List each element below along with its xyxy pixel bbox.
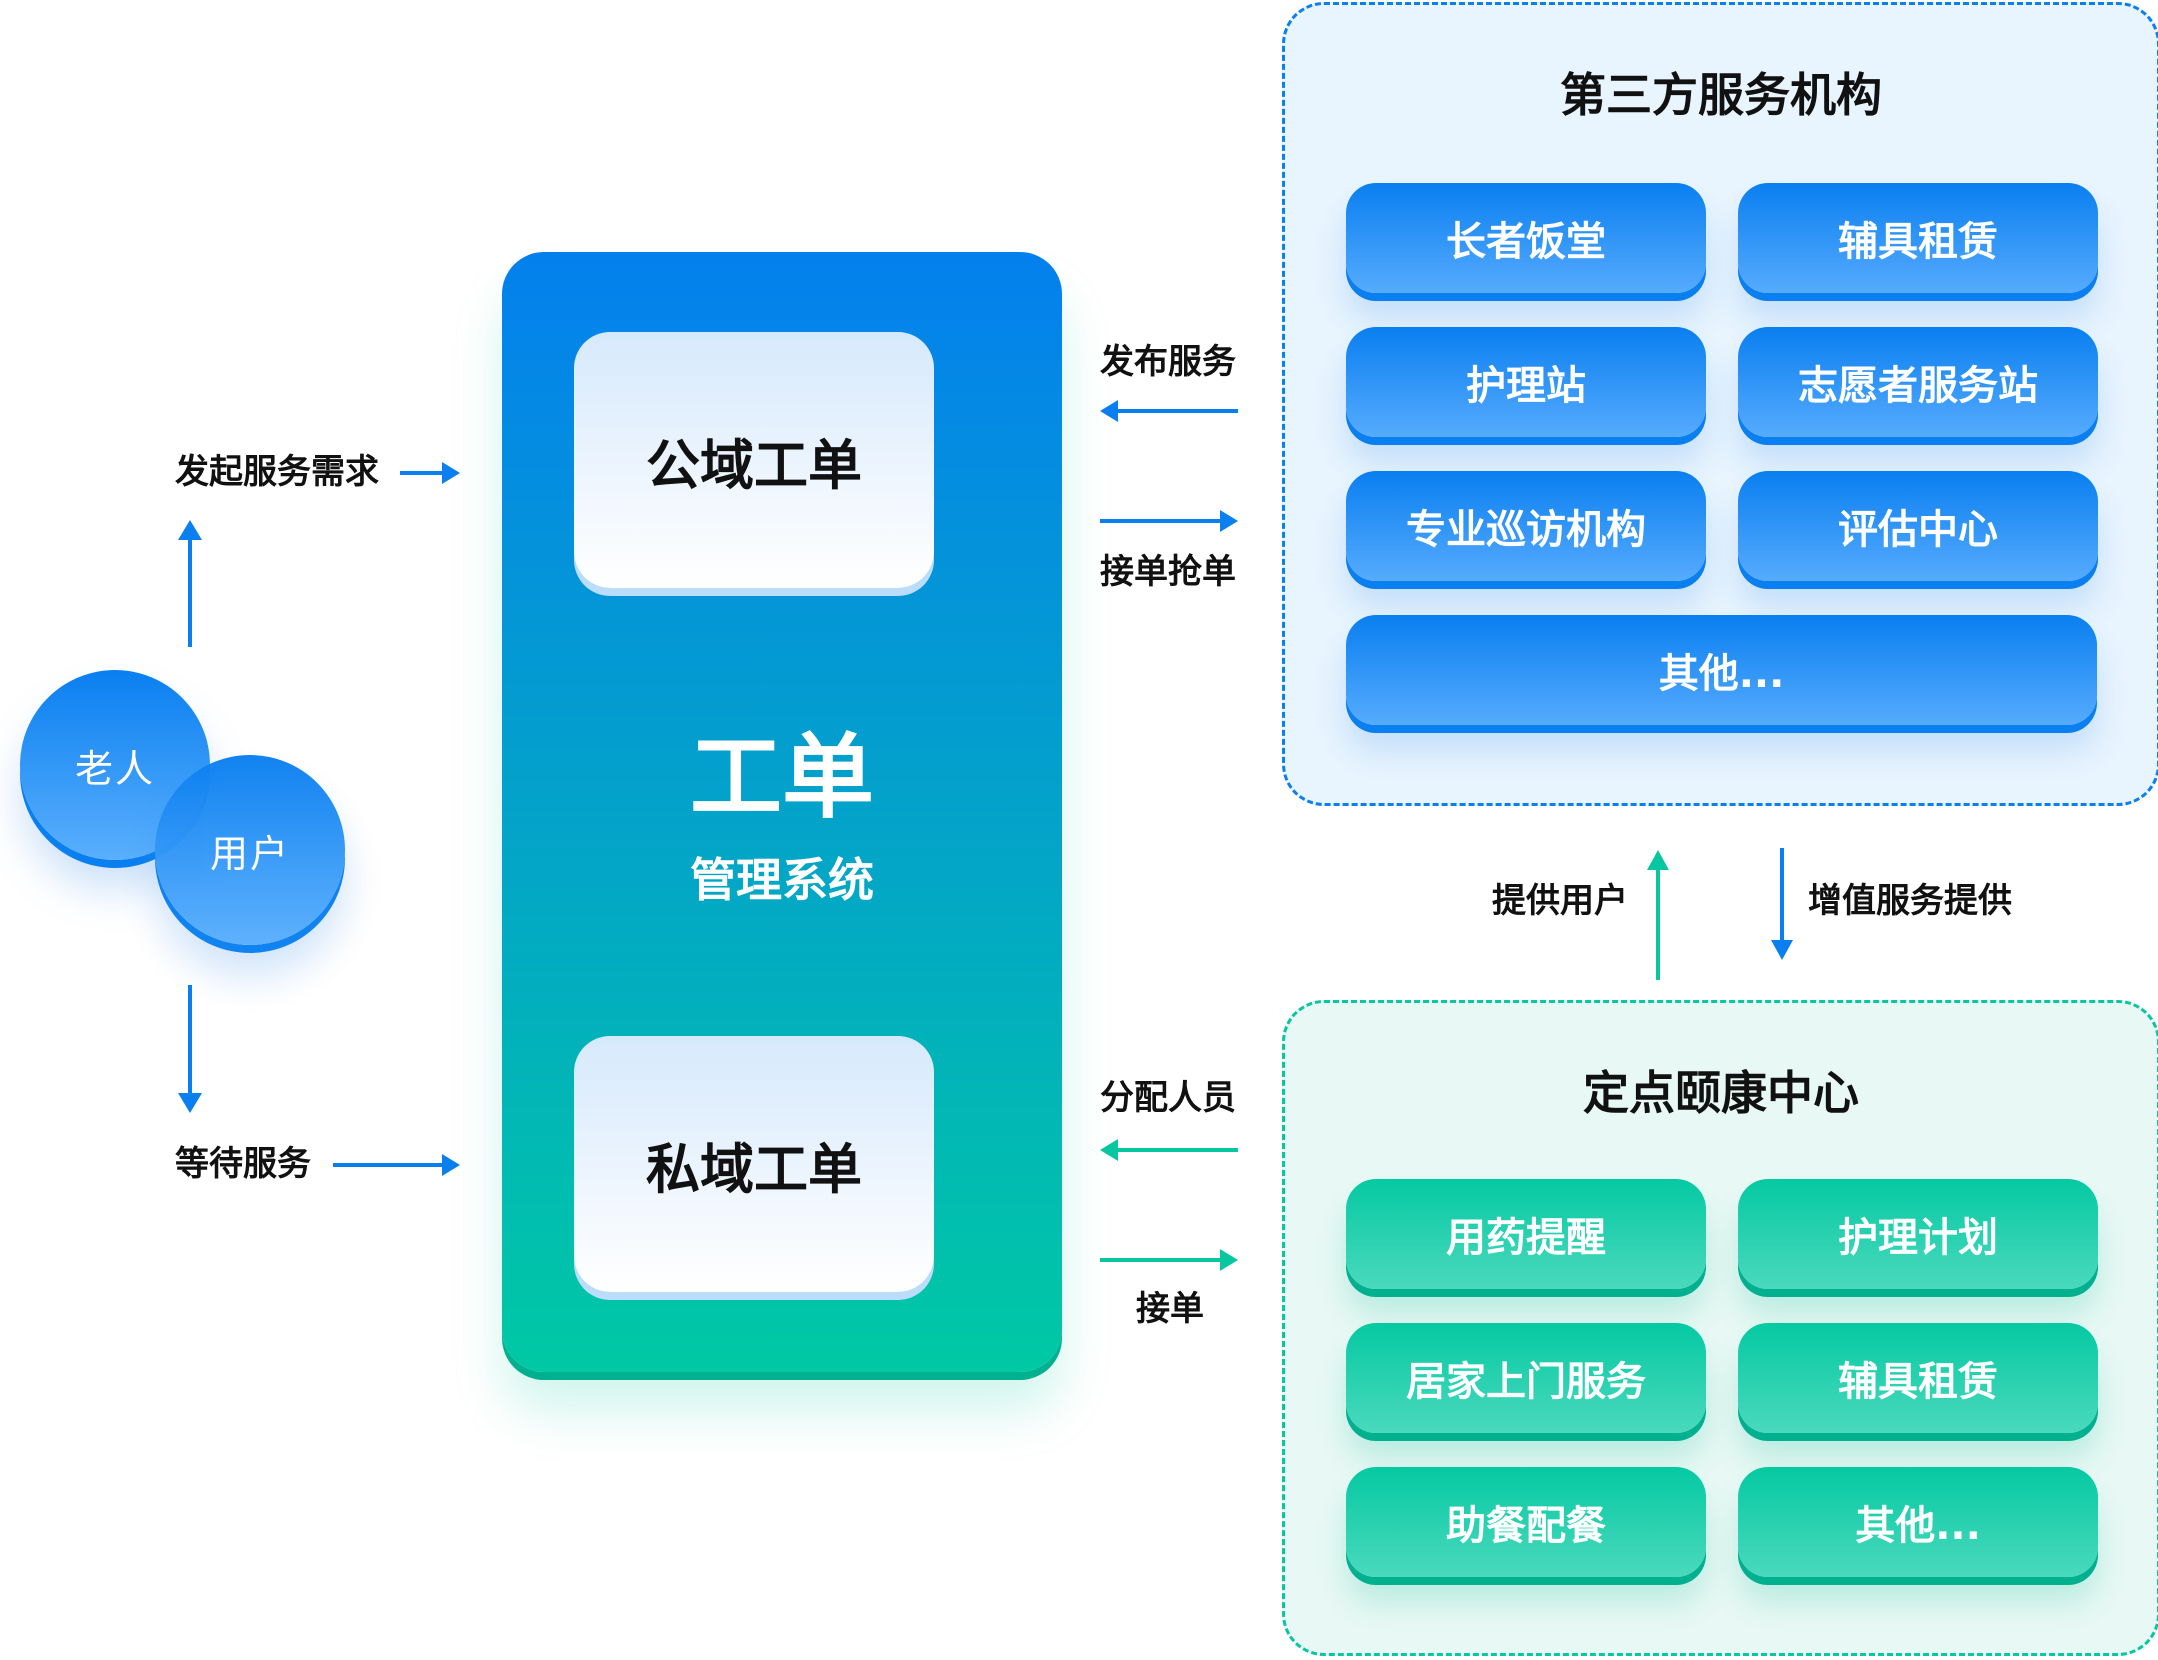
private-order-label: 私域工单 (646, 1137, 862, 1201)
arrow-up-initiate (178, 520, 202, 647)
value-added-label: 增值服务提供 (1808, 881, 2012, 921)
panel-subtitle: 管理系统 (690, 853, 874, 907)
work-order-panel: 公域工单 工单 管理系统 私域工单 (502, 252, 1062, 1372)
initiate-request-label: 发起服务需求 (175, 452, 379, 492)
third-party-container: 第三方服务机构 长者饭堂 辅具租赁 护理站 志愿者服务站 专业巡访机构 评估中心… (1282, 2, 2158, 806)
third-party-title: 第三方服务机构 (1560, 68, 1882, 122)
care-center-item[interactable]: 护理计划 (1738, 1179, 2098, 1289)
assign-staff-label: 分配人员 (1100, 1078, 1236, 1118)
third-party-other[interactable]: 其他... (1346, 615, 2097, 725)
third-party-item[interactable]: 专业巡访机构 (1346, 471, 1706, 581)
care-center-item[interactable]: 其他... (1738, 1467, 2098, 1577)
publish-service-label: 发布服务 (1100, 342, 1236, 382)
care-center-item[interactable]: 辅具租赁 (1738, 1323, 2098, 1433)
care-center-container: 定点颐康中心 用药提醒 护理计划 居家上门服务 辅具租赁 助餐配餐 其他... (1282, 1000, 2158, 1656)
care-center-item[interactable]: 助餐配餐 (1346, 1467, 1706, 1577)
third-party-item[interactable]: 护理站 (1346, 327, 1706, 437)
panel-title: 工单 (689, 724, 874, 831)
arrow-right-initiate (400, 462, 460, 484)
user-circle: 用户 (155, 755, 345, 945)
public-order-card[interactable]: 公域工单 (574, 332, 934, 588)
arrow-right-accept (1100, 1249, 1238, 1271)
arrow-down-value-added (1771, 848, 1793, 960)
arrow-right-wait (333, 1154, 460, 1176)
third-party-item[interactable]: 志愿者服务站 (1738, 327, 2098, 437)
wait-service-label: 等待服务 (175, 1144, 311, 1184)
third-party-item[interactable]: 长者饭堂 (1346, 183, 1706, 293)
user-label: 用户 (209, 831, 290, 876)
grab-order-label: 接单抢单 (1100, 552, 1236, 592)
care-center-title: 定点颐康中心 (1583, 1066, 1859, 1120)
arrow-up-provide-users (1647, 850, 1669, 980)
arrow-left-publish (1100, 400, 1238, 422)
public-order-label: 公域工单 (646, 433, 862, 497)
third-party-item[interactable]: 辅具租赁 (1738, 183, 2098, 293)
elderly-label: 老人 (74, 746, 155, 791)
arrow-left-assign (1100, 1139, 1238, 1161)
arrow-right-grab (1100, 510, 1238, 532)
third-party-item[interactable]: 评估中心 (1738, 471, 2098, 581)
private-order-card[interactable]: 私域工单 (574, 1036, 934, 1292)
care-center-item[interactable]: 用药提醒 (1346, 1179, 1706, 1289)
accept-order-label: 接单 (1136, 1289, 1204, 1329)
care-center-item[interactable]: 居家上门服务 (1346, 1323, 1706, 1433)
arrow-down-wait (178, 985, 202, 1113)
provide-users-label: 提供用户 (1492, 881, 1628, 921)
